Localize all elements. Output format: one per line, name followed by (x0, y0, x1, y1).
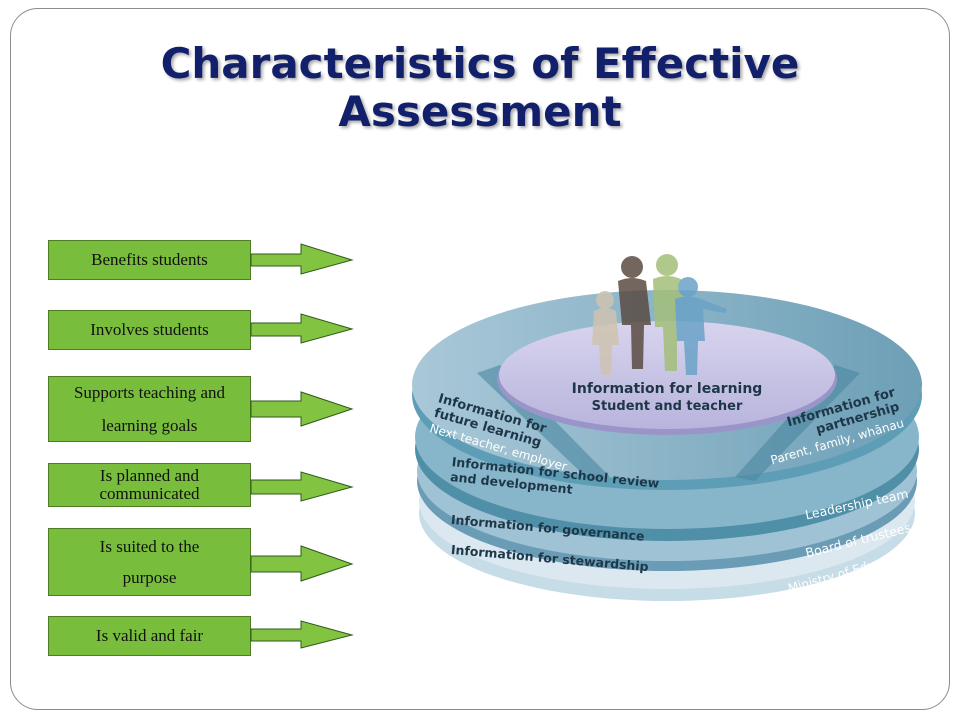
characteristic-valid-and-fair: Is valid and fair (48, 616, 251, 656)
characteristic-suited-to-purpose: Is suited to the purpose (48, 528, 251, 596)
characteristic-label: Benefits students (91, 250, 208, 269)
slide-title: Characteristics of Effective Assessment (160, 39, 800, 136)
characteristic-planned-communicated: Is planned and communicated (48, 463, 251, 507)
learning-title: Information for learning (572, 381, 763, 397)
arrow-4 (250, 471, 354, 502)
characteristic-supports-teaching: Supports teaching and learning goals (48, 376, 251, 442)
characteristic-label: Is planned and communicated (99, 466, 200, 503)
arrow-1 (250, 243, 354, 275)
people-figures-icon (592, 254, 727, 375)
characteristic-involves-students: Involves students (48, 310, 251, 350)
arrow-2 (250, 313, 354, 344)
characteristic-label: Involves students (90, 320, 209, 339)
characteristic-label: Supports teaching and learning goals (73, 383, 226, 435)
layer-information-for-learning (497, 321, 837, 435)
assessment-layers-diagram: Information for learning Student and tea… (412, 254, 922, 601)
characteristic-label: Is suited to the purpose (99, 537, 200, 587)
arrow-6 (250, 620, 354, 649)
arrow-3 (250, 391, 354, 427)
characteristic-label: Is valid and fair (95, 626, 204, 645)
arrow-5 (250, 545, 354, 582)
learning-subtitle: Student and teacher (592, 399, 743, 414)
